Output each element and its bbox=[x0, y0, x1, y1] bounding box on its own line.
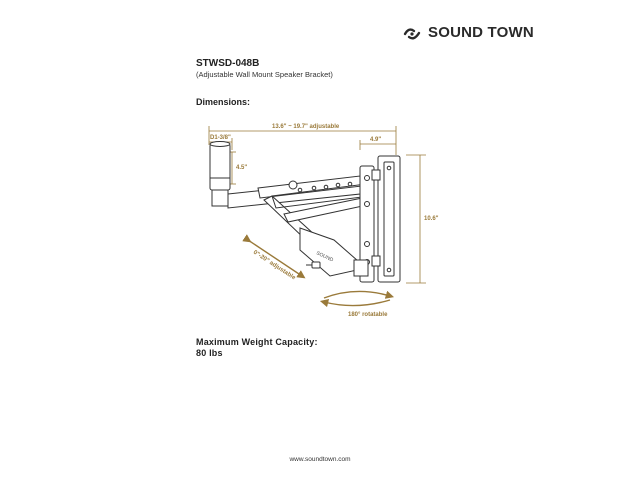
dimensions-heading: Dimensions: bbox=[196, 97, 251, 107]
footer-website-link[interactable]: www.soundtown.com bbox=[289, 456, 351, 463]
weight-capacity-label: Maximum Weight Capacity: bbox=[196, 337, 318, 347]
rotation-label: 180° rotatable bbox=[348, 312, 388, 318]
product-description: (Adjustable Wall Mount Speaker Bracket) bbox=[196, 70, 333, 79]
weight-capacity-value: 80 lbs bbox=[196, 348, 223, 358]
pole-diameter-label: D1-3/8" bbox=[210, 135, 231, 141]
plate-height-label: 10.6" bbox=[424, 216, 439, 222]
pole-height-label: 4.5" bbox=[236, 165, 247, 171]
arm-length-label: 13.6" ~ 19.7" adjustable bbox=[272, 124, 340, 130]
product-model: STWSD-048B bbox=[196, 58, 260, 69]
tilt-range-label: 0"-20" adjustable bbox=[252, 250, 297, 282]
brand-name: Sound Town bbox=[428, 24, 534, 41]
brand-header: Sound Town bbox=[402, 24, 534, 41]
sound-town-logo-icon bbox=[403, 27, 421, 40]
bracket-drawing: SOUND bbox=[209, 141, 401, 283]
plate-width-label: 4.9" bbox=[370, 137, 381, 143]
